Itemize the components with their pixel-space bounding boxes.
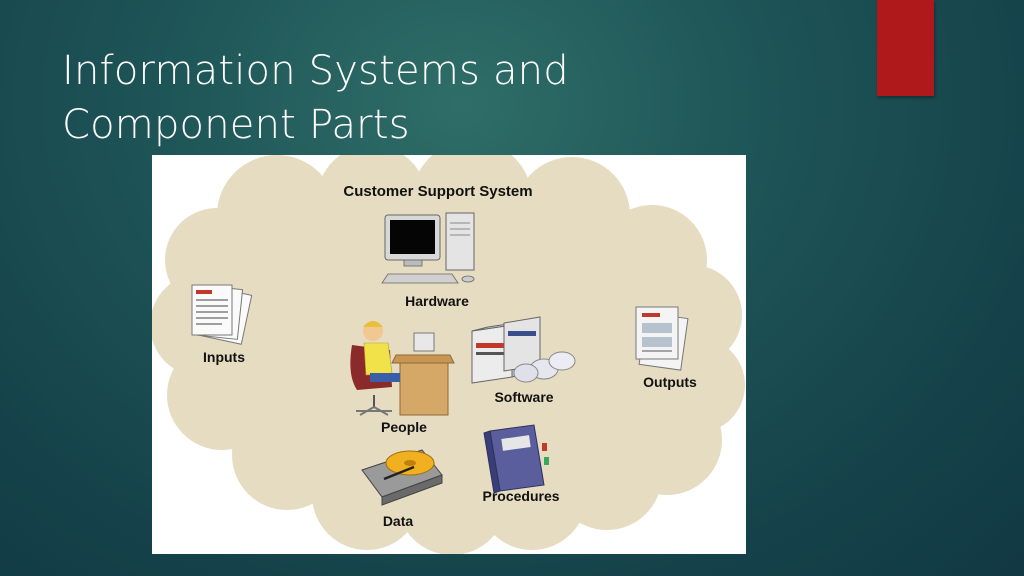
person-at-desk-icon [350,321,455,416]
accent-bar [877,0,934,96]
diagram-artwork [152,155,745,554]
system-diagram: Customer Support System Hardware Inputs … [152,155,746,554]
outputs-label: Outputs [643,374,697,390]
report-icon [635,306,689,371]
computer-icon [381,212,475,284]
figure-title: Customer Support System [343,183,533,200]
cloud-shape [152,155,745,554]
inputs-label: Inputs [203,349,245,365]
software-boxes-icon [471,316,576,384]
hard-disk-icon [361,449,443,506]
documents-icon [191,284,253,345]
slide-title-line-2: Component Parts [62,102,410,148]
people-label: People [381,419,427,435]
slide-title-line-1: Information Systems and [62,48,569,94]
slide-title: Information Systems and Component Parts [62,44,702,152]
data-label: Data [382,513,414,529]
binder-icon [483,424,549,494]
hardware-label: Hardware [405,293,469,309]
software-label: Software [494,389,554,405]
procedures-label: Procedures [482,488,560,504]
